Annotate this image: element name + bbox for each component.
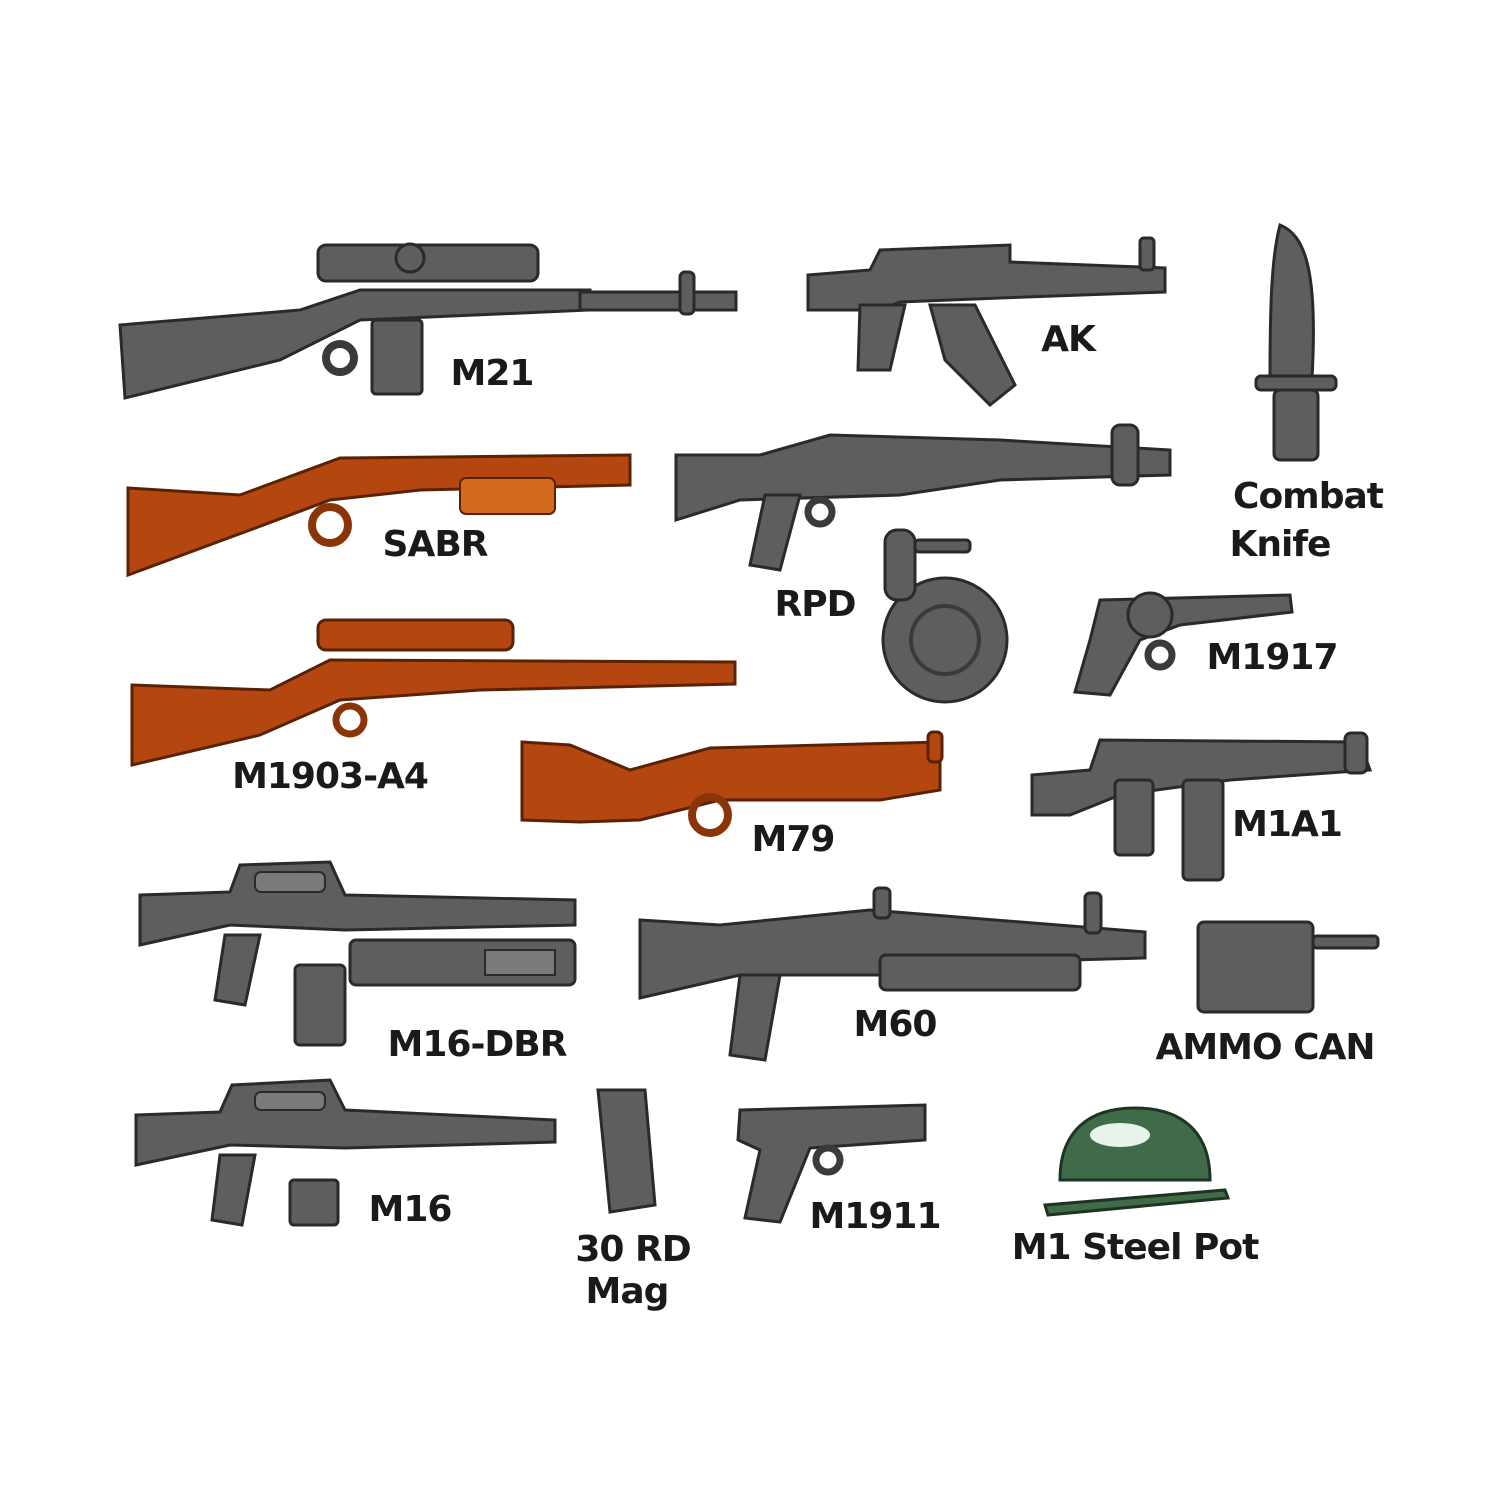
m79-launcher-image	[520, 730, 944, 837]
m79-label: M79	[751, 819, 836, 860]
m1911-pistol-image	[736, 1103, 927, 1224]
m21-label: M21	[450, 353, 535, 394]
combat-knife-image	[1254, 222, 1338, 462]
m60-machine-gun-image	[638, 886, 1147, 1062]
steel-pot-label: M1 Steel Pot	[1011, 1227, 1260, 1268]
m16-rifle-image	[134, 1078, 557, 1227]
ak-label: AK	[1041, 319, 1096, 360]
rpd-machine-gun-image	[674, 423, 1172, 704]
m1a1-smg-image	[1030, 731, 1373, 882]
30rd-magazine-image	[596, 1088, 657, 1214]
combat-knife-label-line1: Combat	[1233, 476, 1384, 517]
mag-label-line2: Mag	[585, 1271, 670, 1312]
mag-label-line1: 30 RD	[575, 1229, 691, 1270]
m1917-label: M1917	[1206, 637, 1338, 678]
m1903-a4-rifle-image	[130, 618, 737, 767]
m1903-a4-label: M1903-A4	[232, 756, 429, 797]
ak-rifle-image	[806, 236, 1167, 408]
combat-knife-label-line2: Knife	[1229, 524, 1332, 565]
m16-dbr-label: M16-DBR	[387, 1024, 568, 1065]
m1-steel-pot-image	[1043, 1106, 1231, 1217]
m16-label: M16	[368, 1189, 453, 1230]
m1a1-label: M1A1	[1232, 804, 1343, 845]
m16-dbr-rifle-image	[138, 860, 577, 1047]
m60-label: M60	[853, 1004, 938, 1045]
m1917-revolver-image	[1073, 591, 1294, 697]
sabr-label: SABR	[382, 524, 489, 565]
m21-rifle-image	[118, 242, 738, 400]
ammo-can-label: AMMO CAN	[1155, 1027, 1375, 1068]
rpd-label: RPD	[774, 584, 857, 625]
ammo-can-image	[1196, 920, 1380, 1014]
sabr-shotgun-image	[126, 453, 632, 578]
m1911-label: M1911	[809, 1196, 941, 1237]
